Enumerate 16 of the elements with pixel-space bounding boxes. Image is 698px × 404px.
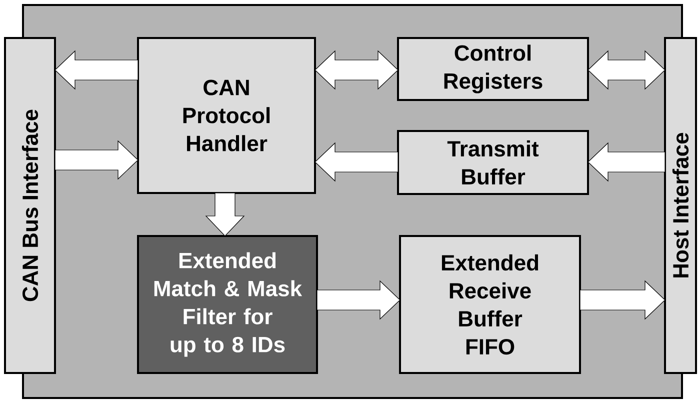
block-arrow (588, 50, 666, 90)
block-arrow (588, 142, 666, 182)
function-block: Control Registers (397, 37, 589, 101)
function-block: CAN Protocol Handler (137, 37, 316, 194)
block-arrow (314, 50, 398, 90)
filter-block: Extended Match & Mask Filter for up to 8 IDs (137, 235, 318, 374)
block-arrow (205, 192, 245, 236)
block-arrow (54, 50, 138, 90)
interface-bar: CAN Bus Interface (4, 37, 56, 374)
block-arrow (314, 142, 398, 182)
block-arrow (580, 280, 666, 320)
function-block: Transmit Buffer (397, 130, 589, 195)
block-arrow (316, 280, 400, 320)
function-block: Extended Receive Buffer FIFO (399, 235, 581, 374)
block-arrow (54, 140, 138, 180)
interface-bar: Host Interface (664, 37, 697, 374)
